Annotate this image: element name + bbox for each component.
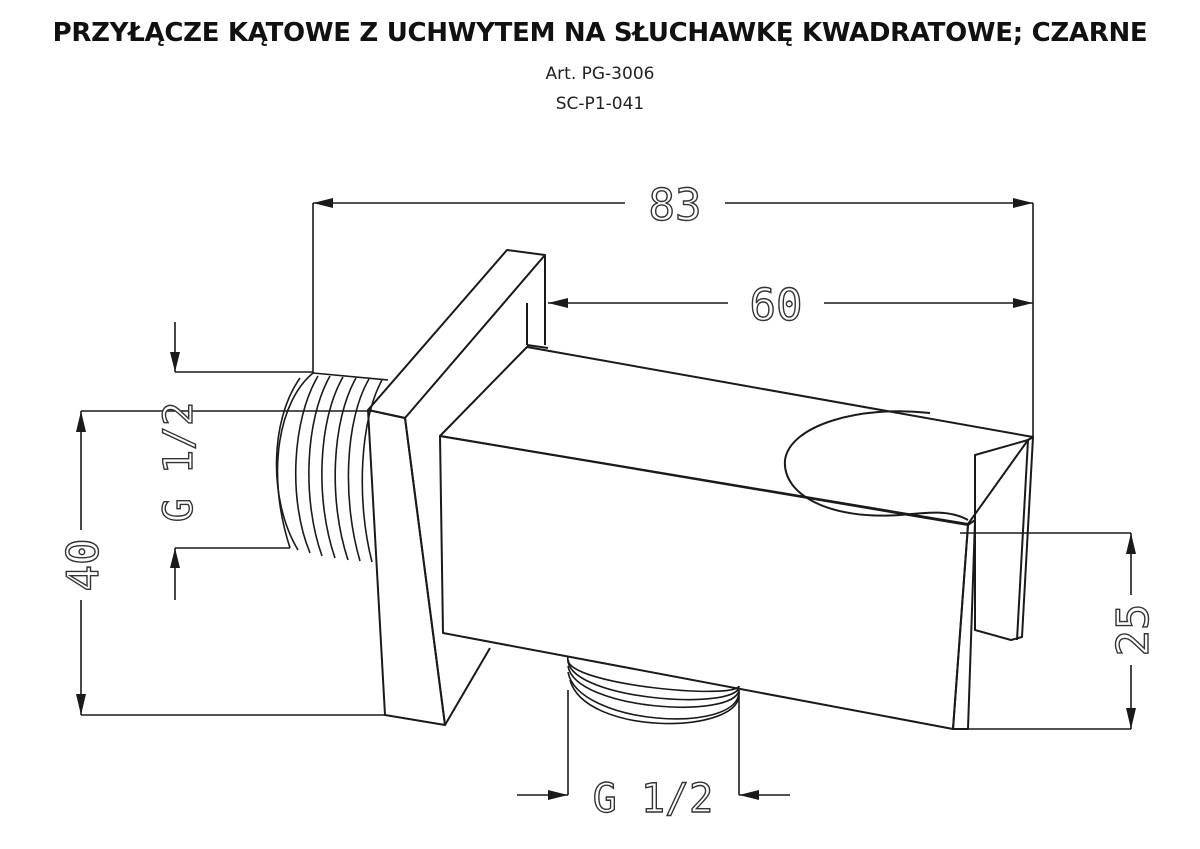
wall-thread (275, 372, 389, 563)
dim-25-label: 25 (1108, 604, 1159, 657)
wall-thread-label: G 1/2 (156, 402, 202, 522)
bottom-thread-label: G 1/2 (593, 776, 713, 822)
main-body (439, 346, 1034, 730)
wall-plate (367, 249, 549, 726)
dimension-bottom-thread: G 1/2 (517, 690, 790, 823)
dimension-wall-thread: G 1/2 (155, 322, 313, 600)
dimension-83: 83 (312, 178, 1034, 437)
product-code: SC-P1-041 (555, 94, 645, 114)
dimension-25: 25 (953, 532, 1160, 730)
dimension-40: 40 (57, 410, 385, 716)
article-number: Art. PG-3006 (545, 64, 655, 84)
dim-40-label: 40 (58, 539, 109, 592)
product-title: PRZYŁĄCZE KĄTOWE Z UCHWYTEM NA SŁUCHAWKĘ… (52, 18, 1148, 48)
dimension-60: 60 (548, 279, 1033, 332)
dim-60-label: 60 (750, 280, 803, 331)
bottom-thread (567, 655, 740, 725)
dim-83-label: 83 (649, 180, 702, 231)
